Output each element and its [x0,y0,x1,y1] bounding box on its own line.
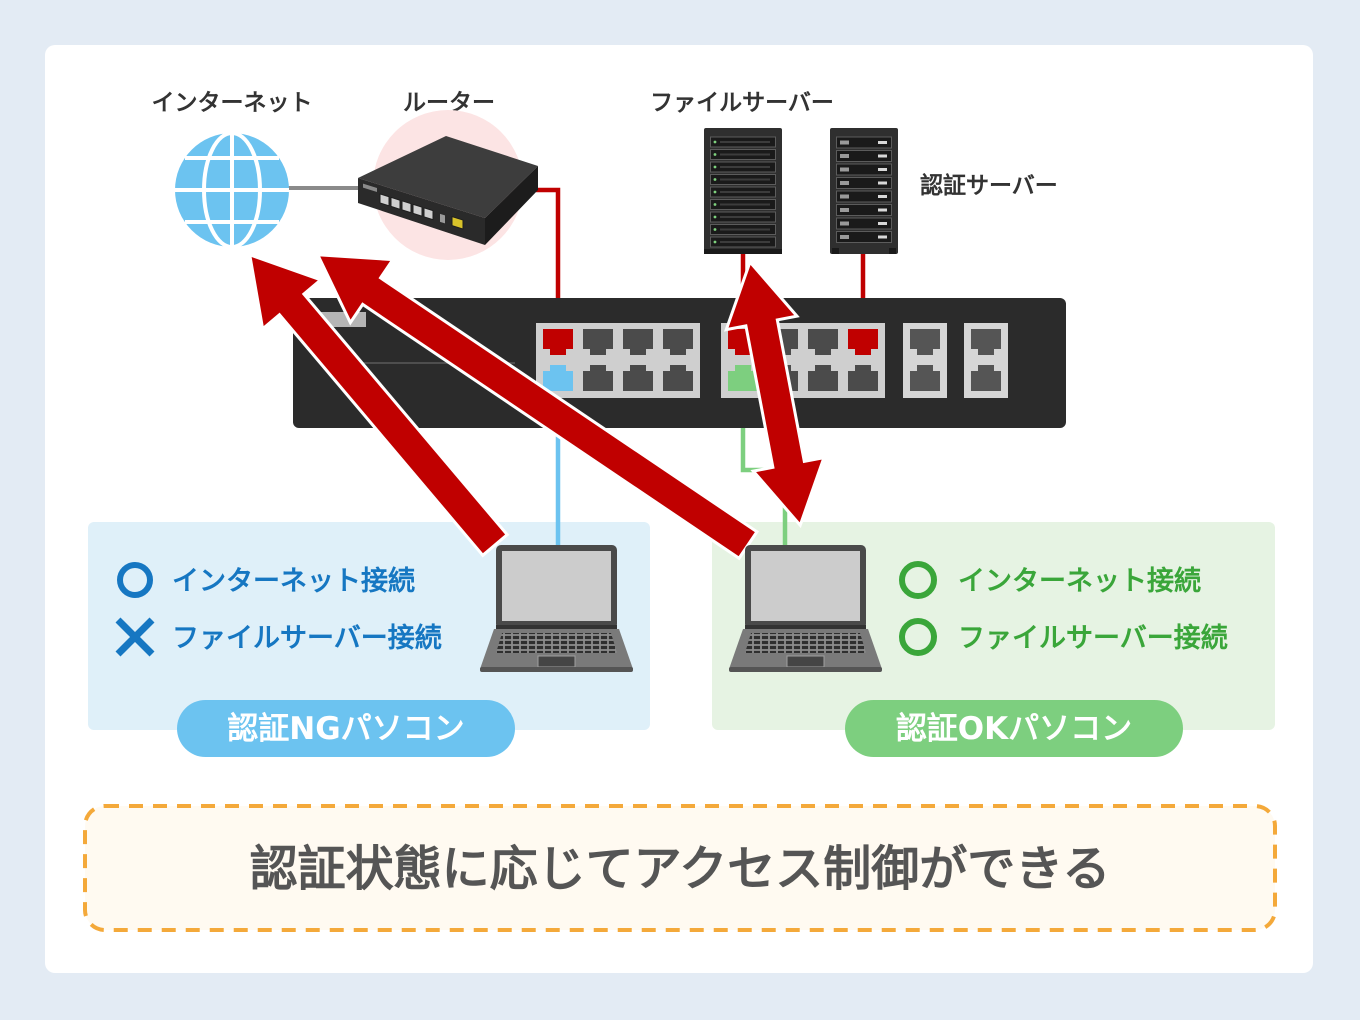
ok-pc-file-server-arrow [723,259,827,529]
internet-label: インターネット [152,90,313,116]
cross-icon [115,617,155,657]
caption-text: 認証状態に応じてアクセス制御ができる [250,841,1111,897]
router-icon [358,136,538,245]
file-server-label: ファイルサーバー [650,90,834,116]
ok-pc-badge [845,700,1183,757]
router-switch-link [536,187,561,330]
caption-box [83,804,1277,932]
ok-file-server-access-label: ファイルサーバー接続 [958,623,1228,654]
ok-internet-access-label: インターネット接続 [958,566,1201,597]
ng-pc-badge-label: 認証NGパソコン [227,711,464,747]
auth-server-label: 認証サーバー [920,172,1058,199]
ng-file-server-access-label: ファイルサーバー接続 [172,623,442,654]
circle-icon [899,561,937,599]
ng-laptop-icon [479,544,634,673]
file-server-icon [704,128,782,254]
ng-internet-access-label: インターネット接続 [172,566,415,597]
ok-pc-badge-label: 認証OKパソコン [896,711,1132,747]
ok-pc-internet-arrow [315,253,760,561]
auth-server-icon [830,128,898,254]
globe-icon [175,131,289,249]
ng-pc-internet-arrow [247,252,510,558]
circle-icon [899,618,937,656]
ng-pc-badge [177,700,515,757]
circle-icon [117,562,153,598]
ok-laptop-icon [728,544,883,673]
